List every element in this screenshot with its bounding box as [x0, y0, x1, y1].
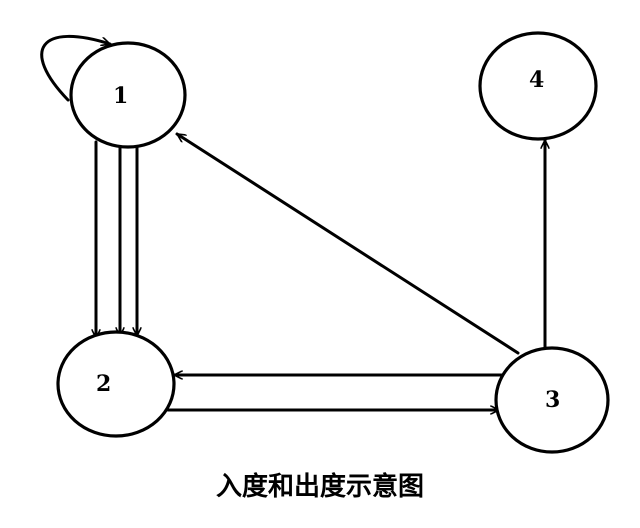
node-1: 1	[69, 41, 187, 149]
edge-1-self-loop	[40, 34, 112, 102]
node-4-label: 4	[529, 67, 544, 93]
node-2-label: 2	[96, 371, 111, 397]
edge-3-to-1	[177, 132, 520, 355]
diagram-caption: 入度和出度示意图	[215, 472, 424, 502]
node-3-label: 3	[545, 387, 560, 413]
node-3: 3	[494, 346, 610, 454]
node-2: 2	[56, 330, 176, 438]
node-4: 4	[478, 31, 598, 141]
node-1-label: 1	[113, 83, 128, 109]
